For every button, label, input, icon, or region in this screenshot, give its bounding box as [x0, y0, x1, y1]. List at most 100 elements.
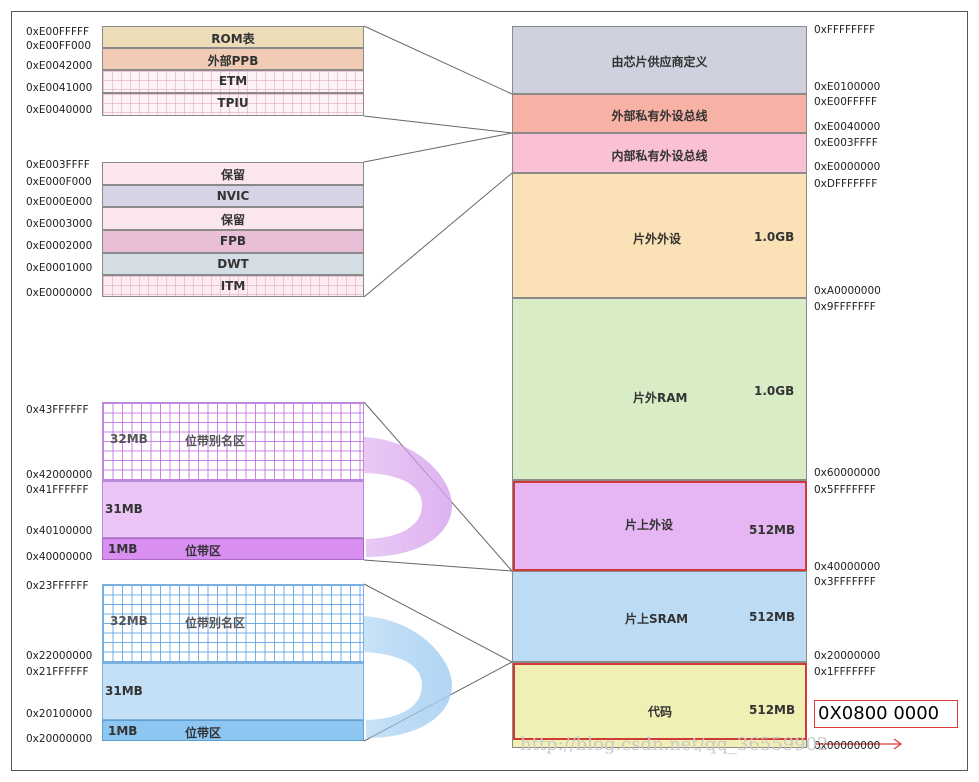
region-external-device: 片外外设 1.0GB — [512, 173, 807, 298]
region-label: 片上外设 — [625, 518, 674, 532]
addr-label: 0xE0000000 — [814, 161, 881, 173]
ppb-block-etm: ETM — [102, 70, 364, 93]
zoom-line-upper-bottom — [363, 115, 513, 134]
region-external-ram: 片外RAM 1.0GB — [512, 298, 807, 480]
watermark: http://blog.csdn.net/qq_36559902 — [520, 734, 829, 755]
ppb-block-tpiu: TPIU — [102, 93, 364, 116]
addr-label: 0x40100000 — [26, 525, 93, 537]
addr-label: 0xE00FFFFF — [814, 96, 878, 108]
ppb-block-dwt: DWT — [102, 253, 364, 275]
addr-label: 0x9FFFFFFF — [814, 301, 876, 313]
addr-label: 0x5FFFFFFF — [814, 484, 876, 496]
ppb-label: NVIC — [216, 189, 250, 203]
peripheral-bitband-alias: 32MB 位带别名区 — [102, 402, 364, 481]
region-label: 代码 — [648, 705, 673, 719]
addr-label: 0x40000000 — [814, 561, 881, 573]
zoom-line-lower-top — [363, 132, 513, 163]
addr-label: 0xE0000000 — [26, 287, 93, 299]
ppb-block-rom-table: ROM表 — [102, 26, 364, 48]
region-sram: 片上SRAM 512MB — [512, 571, 807, 662]
addr-label: 0xE0040000 — [814, 121, 881, 133]
addr-label: 0xE0001000 — [26, 262, 93, 274]
ppb-label: TPIU — [217, 96, 249, 110]
region-label: 片外外设 — [633, 232, 682, 246]
code-highlight — [513, 663, 807, 740]
addr-label: 0xE0002000 — [26, 240, 93, 252]
zoom-line-sram-top — [363, 583, 513, 663]
addr-label: 0xA0000000 — [814, 285, 881, 297]
addr-label: 0x20100000 — [26, 708, 93, 720]
addr-label: 0xE003FFFF — [814, 137, 878, 149]
addr-label: 0x00000000 — [814, 740, 881, 752]
ppb-label: 保留 — [220, 168, 245, 182]
region-size: 1MB — [108, 724, 138, 738]
region-size: 512MB — [749, 703, 796, 717]
peripheral-highlight — [513, 481, 807, 571]
mid-size: 31MB — [105, 502, 143, 516]
ppb-label: 保留 — [220, 213, 245, 227]
ppb-block-reserved-1: 保留 — [102, 162, 364, 185]
addr-label: 0xDFFFFFFF — [814, 178, 878, 190]
addr-label: 0x22000000 — [26, 650, 93, 662]
addr-label: 0x23FFFFFF — [26, 580, 89, 592]
ppb-label: FPB — [219, 234, 247, 248]
region-size: 1.0GB — [754, 230, 795, 244]
addr-label: 0x20000000 — [814, 650, 881, 662]
sram-bitband-region: 1MB 位带区 — [102, 720, 364, 741]
region-size: 1.0GB — [754, 384, 795, 398]
ppb-label: DWT — [217, 257, 249, 271]
ppb-label: ITM — [220, 279, 246, 293]
zoom-line-lower-bottom — [363, 172, 513, 298]
diagram-frame — [11, 11, 968, 771]
addr-label: 0xE003FFFF — [26, 159, 90, 171]
addr-label: 0xFFFFFFFF — [814, 24, 876, 36]
ppb-label: ROM表 — [211, 32, 255, 46]
region-label: 片外RAM — [633, 391, 688, 405]
region-label: 位带区 — [185, 726, 222, 740]
addr-label: 0x1FFFFFFF — [814, 666, 876, 678]
addr-label: 0x20000000 — [26, 733, 93, 745]
region-label: 内部私有外设总线 — [611, 149, 708, 163]
peripheral-bitband-region: 1MB 位带区 — [102, 538, 364, 560]
region-label: 外部私有外设总线 — [611, 109, 708, 123]
alias-label: 位带别名区 — [185, 434, 246, 448]
ppb-block-itm: ITM — [102, 275, 364, 297]
region-label: 由芯片供应商定义 — [611, 55, 708, 69]
ppb-block-reserved-2: 保留 — [102, 207, 364, 230]
callout-box: 0X0800 0000 — [814, 700, 958, 728]
addr-label: 0xE00FF000 — [26, 40, 92, 52]
sram-bitband-alias: 32MB 位带别名区 — [102, 584, 364, 663]
region-size: 1MB — [108, 542, 138, 556]
addr-label: 0xE00FFFFF — [26, 26, 90, 38]
addr-label: 0x42000000 — [26, 469, 93, 481]
addr-label: 0xE0040000 — [26, 104, 93, 116]
zoom-line-upper-top — [363, 25, 513, 95]
ppb-label: 外部PPB — [207, 54, 259, 68]
region-peripheral: 片上外设 512MB — [512, 480, 807, 571]
addr-label: 0x40000000 — [26, 551, 93, 563]
region-size: 512MB — [749, 523, 796, 537]
addr-label: 0xE000E000 — [26, 196, 93, 208]
callout-arrowhead — [893, 738, 903, 750]
region-label: 片上SRAM — [625, 612, 689, 626]
region-external-ppb: 外部私有外设总线 — [512, 94, 807, 133]
sram-bitband-mid: 31MB — [102, 663, 364, 720]
peripheral-bitband-mid: 31MB — [102, 481, 364, 538]
ppb-block-external-ppb: 外部PPB — [102, 48, 364, 70]
alias-size: 32MB — [110, 614, 148, 628]
ppb-label: ETM — [218, 74, 248, 88]
addr-label: 0x41FFFFFF — [26, 484, 89, 496]
addr-label: 0x21FFFFFF — [26, 666, 89, 678]
ppb-block-fpb: FPB — [102, 230, 364, 253]
region-label: 位带区 — [185, 544, 222, 558]
addr-label: 0xE000F000 — [26, 176, 92, 188]
mid-size: 31MB — [105, 684, 143, 698]
alias-label: 位带别名区 — [185, 616, 246, 630]
addr-label: 0xE0003000 — [26, 218, 93, 230]
ppb-block-nvic: NVIC — [102, 185, 364, 207]
addr-label: 0xE0100000 — [814, 81, 881, 93]
addr-label: 0xE0041000 — [26, 82, 93, 94]
addr-label: 0x60000000 — [814, 467, 881, 479]
region-size: 512MB — [749, 610, 796, 624]
